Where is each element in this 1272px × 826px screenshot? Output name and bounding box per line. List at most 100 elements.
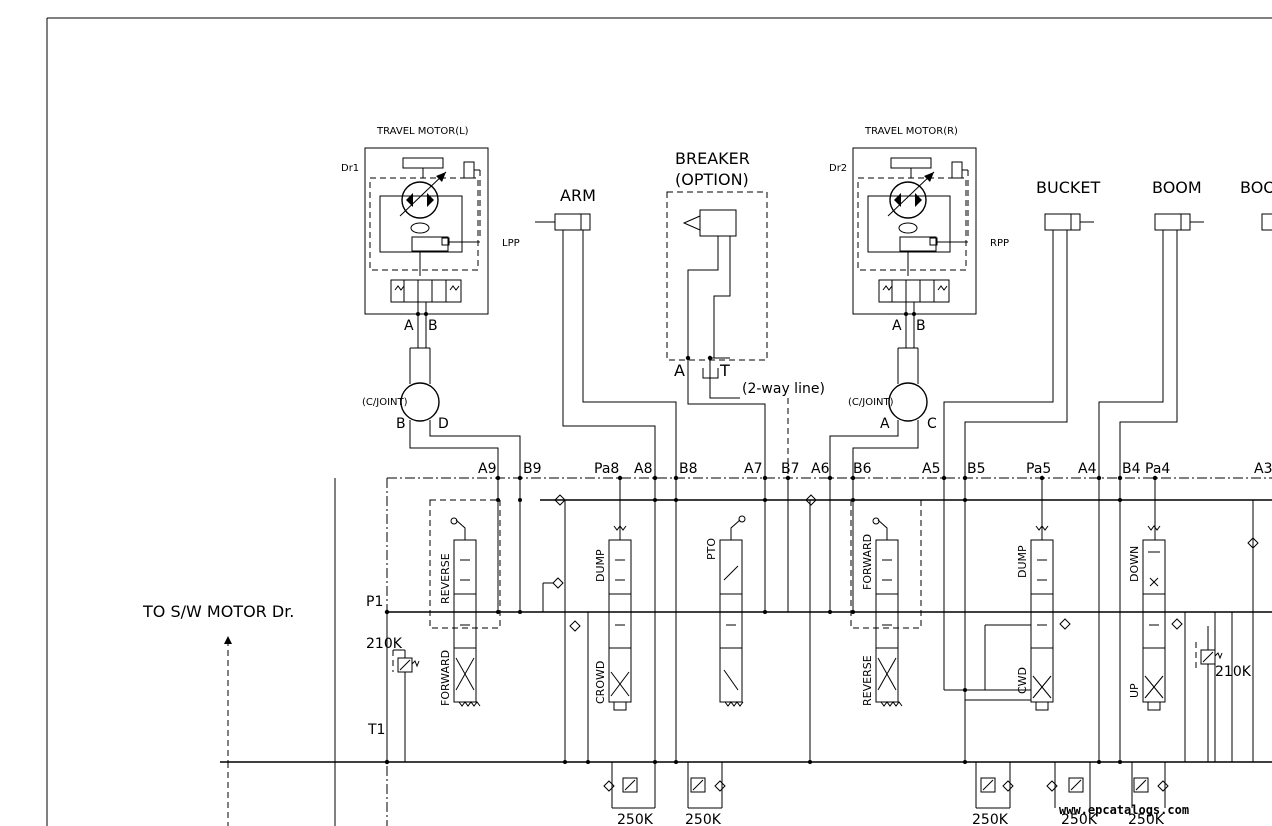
center-joint-right: (C/JOINT) A C (829, 347, 937, 478)
spool-boom: DOWN UP (1128, 525, 1166, 711)
travel-motor-left-port-a: A (404, 318, 414, 334)
center-joint-left-symbol (400, 382, 440, 422)
boom-2-label: BOO (1240, 178, 1272, 197)
main-relief-label: 210K (366, 636, 403, 652)
travel-motor-right: TRAVEL MOTOR(R) Dr2 RPP A B (829, 126, 1009, 348)
port-a9: A9 (478, 461, 496, 477)
center-joint-right-symbol (888, 382, 928, 422)
port-relief-group-3: 250K (972, 762, 1014, 826)
left-side: TO S/W MOTOR Dr. P1 T1 210K (142, 594, 420, 762)
lpp-label: LPP (502, 238, 520, 249)
port-b7: B7 (781, 461, 800, 477)
port-relief-label-4: 250K (1061, 812, 1098, 826)
port-relief-group-1: 250K (603, 762, 656, 826)
spool-travel-right-forward: FORWARD (861, 534, 874, 590)
watermark: www.epcatalogs.com (1059, 803, 1189, 817)
spool-travel-left-reverse: REVERSE (439, 553, 452, 604)
center-joint-right-port-a: A (880, 416, 890, 432)
check-valve (1171, 618, 1183, 630)
spool-boom-down: DOWN (1128, 546, 1141, 582)
travel-motor-right-brake-valve (878, 279, 950, 303)
spool-travel-left: REVERSE FORWARD (429, 499, 501, 707)
travel-motor-left-port-b: B (428, 318, 438, 334)
travel-motor-left-motor (401, 181, 439, 219)
center-joint-right-port-c: C (927, 416, 937, 432)
boom-cylinder-2: BOO (1240, 178, 1272, 231)
travel-motor-left-brake-valve (390, 279, 462, 303)
breaker-title-2: (OPTION) (675, 170, 749, 189)
main-relief-valve (392, 649, 420, 762)
center-joint-left-port-b: B (396, 416, 406, 432)
spool-pto: PTO (705, 515, 746, 707)
control-valve-block (220, 475, 1272, 826)
arm-cylinder: ARM (535, 186, 677, 478)
right-relief-label: 210K (1215, 664, 1252, 680)
port-a6: A6 (811, 461, 830, 477)
drawing-frame (46, 17, 1272, 826)
rpp-label: RPP (990, 238, 1009, 249)
check-valve (554, 494, 566, 506)
port-pa5: Pa5 (1026, 461, 1051, 477)
spool-bucket-cwd: CWD (1016, 667, 1029, 694)
check-valve (569, 620, 581, 632)
p1-label: P1 (366, 594, 383, 610)
travel-motor-right-port-a: A (892, 318, 902, 334)
breaker-title-1: BREAKER (675, 149, 750, 168)
t1-label: T1 (367, 722, 385, 738)
port-relief-group-2: 250K (685, 762, 726, 826)
port-a3: A3 (1254, 461, 1272, 477)
travel-motor-right-port-b: B (916, 318, 926, 334)
arm-label: ARM (560, 186, 596, 205)
spool-arm-crowd: CROWD (594, 661, 607, 704)
spool-arm-dump: DUMP (594, 549, 607, 582)
port-pa8: Pa8 (594, 461, 619, 477)
spool-travel-right-reverse: REVERSE (861, 655, 874, 706)
spool-bucket: DUMP CWD (944, 525, 1054, 711)
spool-arm: DUMP CROWD (594, 525, 632, 711)
bucket-label: BUCKET (1036, 178, 1100, 197)
port-b8: B8 (679, 461, 698, 477)
spool-travel-left-forward: FORWARD (439, 650, 452, 706)
center-joint-left: (C/JOINT) B D (362, 347, 521, 478)
boom-cylinder: BOOM (1098, 178, 1204, 478)
port-relief-label-2: 250K (685, 812, 722, 826)
check-valve (552, 577, 564, 589)
breaker: BREAKER (OPTION) A T (2-way line) (666, 149, 825, 478)
spool-travel-right: FORWARD REVERSE (850, 499, 922, 707)
travel-motor-left: TRAVEL MOTOR(L) Dr1 LPP A B (341, 126, 520, 348)
port-b6: B6 (853, 461, 872, 477)
port-a7: A7 (744, 461, 762, 477)
port-a8: A8 (634, 461, 652, 477)
travel-motor-left-title: TRAVEL MOTOR(L) (376, 126, 469, 137)
check-valve (1059, 618, 1071, 630)
drain-dr1-label: Dr1 (341, 163, 359, 174)
center-joint-right-label: (C/JOINT) (848, 397, 894, 408)
port-relief-label-3: 250K (972, 812, 1009, 826)
right-relief-valve: 210K (1195, 626, 1252, 762)
port-b9: B9 (523, 461, 542, 477)
drain-dr2-label: Dr2 (829, 163, 847, 174)
check-valve (805, 494, 817, 506)
to-swing-motor-drain-label: TO S/W MOTOR Dr. (142, 602, 294, 621)
boom-label: BOOM (1152, 178, 1202, 197)
center-joint-left-port-d: D (438, 416, 449, 432)
travel-motor-right-title: TRAVEL MOTOR(R) (864, 126, 958, 137)
port-b5: B5 (967, 461, 986, 477)
spool-bucket-dump: DUMP (1016, 545, 1029, 578)
port-relief-label-5: 250K (1128, 812, 1165, 826)
travel-motor-left-casing (369, 177, 479, 271)
port-relief-group-5: 250K (1128, 762, 1169, 826)
breaker-port-t: T (719, 361, 730, 380)
port-pa4: Pa4 (1145, 461, 1170, 477)
port-relief-group-4: 250K (1046, 762, 1098, 826)
breaker-housing (666, 191, 768, 361)
spool-pto-label: PTO (705, 538, 718, 560)
spool-boom-up: UP (1128, 683, 1141, 698)
travel-motor-right-motor (889, 181, 927, 219)
port-relief-label-1: 250K (617, 812, 654, 826)
center-joint-left-label: (C/JOINT) (362, 397, 408, 408)
port-b4: B4 (1122, 461, 1141, 477)
two-way-line-label: (2-way line) (742, 381, 825, 397)
port-a5: A5 (922, 461, 940, 477)
